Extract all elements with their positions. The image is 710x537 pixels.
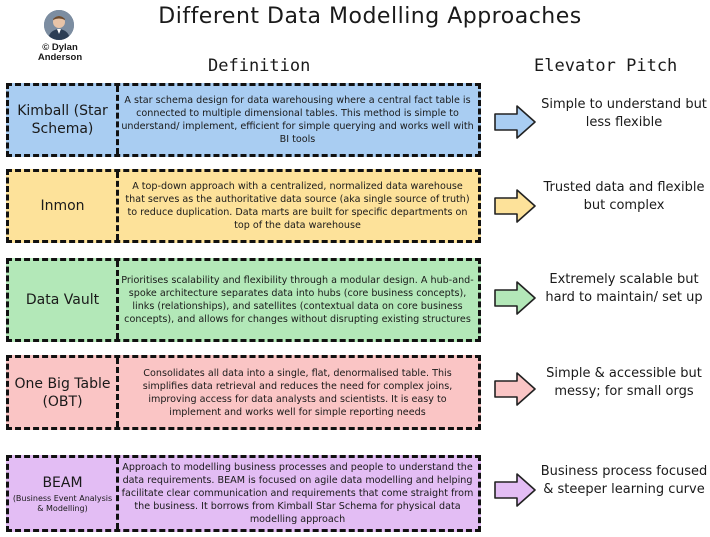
arrow-icon xyxy=(494,281,536,315)
approach-row-data-vault: Data Vault Prioritises scalability and f… xyxy=(6,258,481,342)
arrow-icon xyxy=(494,189,536,223)
elevator-pitch-text: Business process focused & steeper learn… xyxy=(540,464,708,497)
approach-name: One Big Table (OBT) xyxy=(9,358,119,427)
approach-definition: Approach to modelling business processes… xyxy=(121,462,474,525)
elevator-pitch-text: Simple & accessible but messy; for small… xyxy=(546,366,702,399)
definition-column-header: Definition xyxy=(208,56,311,76)
approach-name: Kimball (Star Schema) xyxy=(9,86,119,154)
page-title: Different Data Modelling Approaches xyxy=(158,4,582,29)
approach-definition: Prioritises scalability and flexibility … xyxy=(121,275,474,325)
approach-row-inmon: Inmon A top-down approach with a central… xyxy=(6,169,481,243)
author-credit: © Dylan Anderson xyxy=(37,42,83,63)
approach-name-subtitle: (Business Event Analysis & Modelling) xyxy=(12,493,113,513)
elevator-pitch-text: Simple to understand but less flexible xyxy=(541,97,707,130)
approach-definition: A top-down approach with a centralized, … xyxy=(125,181,470,231)
approach-name: Inmon xyxy=(9,172,119,240)
arrow-icon xyxy=(494,372,536,406)
approach-definition: Consolidates all data into a single, fla… xyxy=(142,367,453,418)
elevator-pitch-text: Trusted data and flexible but complex xyxy=(543,180,705,213)
approach-row-beam: BEAM (Business Event Analysis & Modellin… xyxy=(6,455,481,532)
arrow-icon xyxy=(494,105,536,139)
author-avatar xyxy=(44,10,74,40)
approach-name: BEAM (Business Event Analysis & Modellin… xyxy=(9,458,119,529)
approach-definition: A star schema design for data warehousin… xyxy=(121,95,474,145)
approach-name-title: BEAM xyxy=(42,474,83,491)
approach-name: Data Vault xyxy=(9,261,119,339)
arrow-icon xyxy=(494,473,536,507)
approach-row-kimball: Kimball (Star Schema) A star schema desi… xyxy=(6,83,481,157)
elevator-pitch-column-header: Elevator Pitch xyxy=(534,56,678,76)
elevator-pitch-text: Extremely scalable but hard to maintain/… xyxy=(545,272,703,305)
approach-row-one-big-table: One Big Table (OBT) Consolidates all dat… xyxy=(6,355,481,430)
